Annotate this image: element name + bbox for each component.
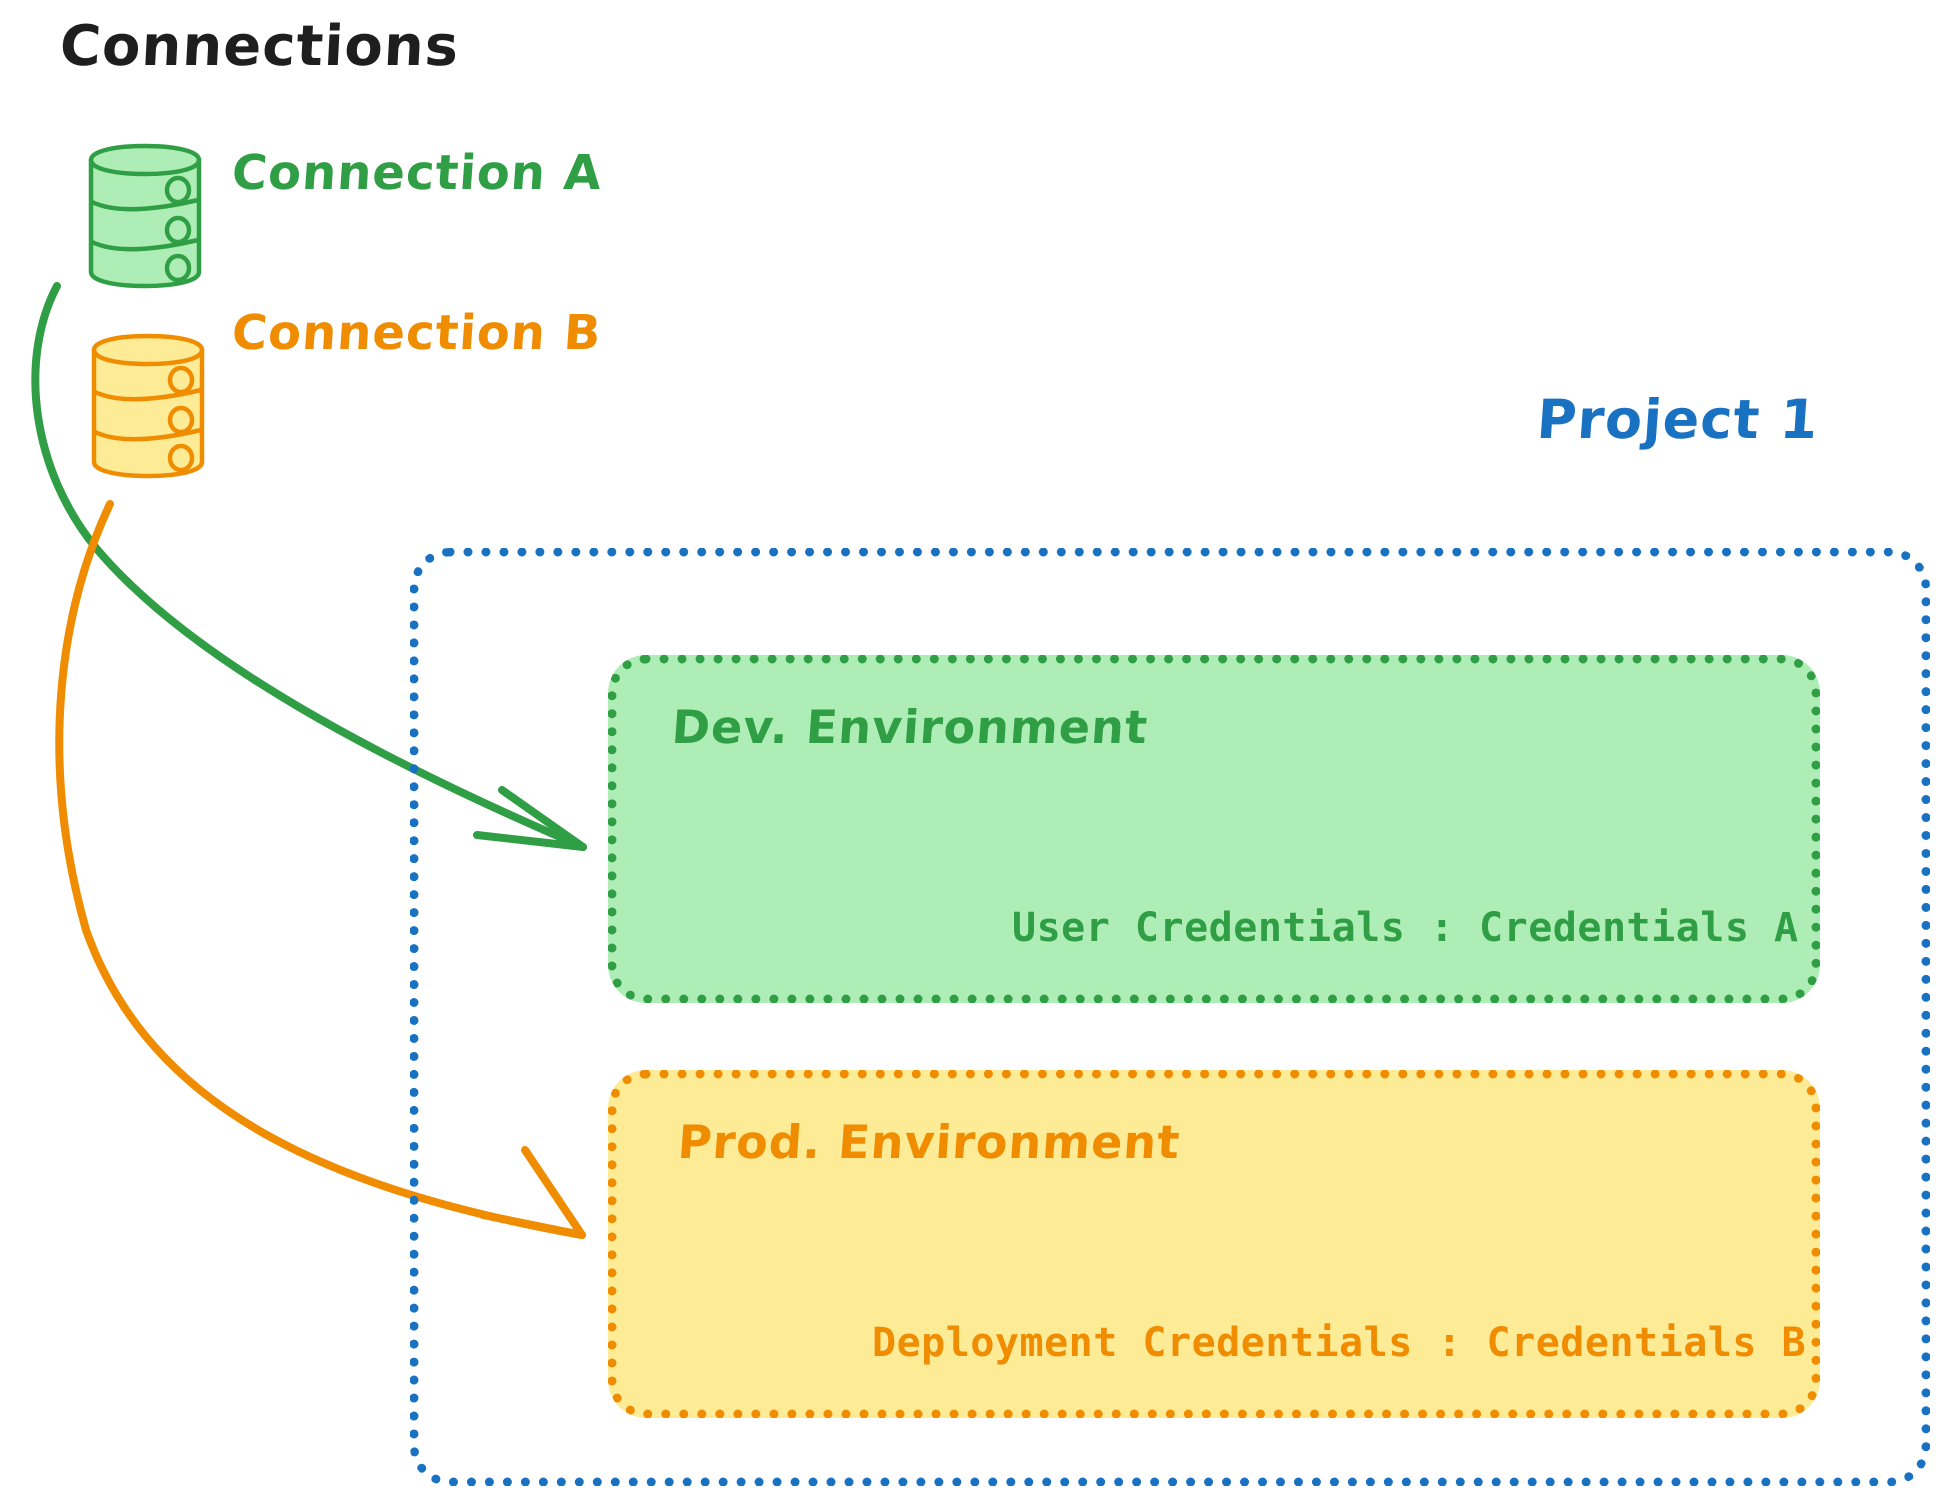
connection-a-to-dev-arrow [31, 282, 587, 851]
dev-environment-credentials: User Credentials : Credentials A [1012, 905, 1799, 951]
database-cylinder-icon [91, 333, 205, 479]
connection-b-to-prod-arrow [55, 500, 586, 1239]
database-cylinder-icon [88, 143, 202, 289]
prod-environment-title: Prod. Environment [676, 1115, 1183, 1169]
dev-environment-box [608, 655, 1820, 1003]
page-title: Connections [58, 14, 461, 79]
dev-environment-title: Dev. Environment [670, 700, 1150, 754]
prod-environment-credentials: Deployment Credentials : Credentials B [872, 1320, 1807, 1366]
connection-a-label: Connection A [230, 145, 604, 201]
prod-environment-box [608, 1070, 1820, 1418]
connection-b-label: Connection B [230, 305, 604, 361]
project-boundary-box [410, 548, 1930, 1486]
project-label: Project 1 [1534, 388, 1821, 451]
